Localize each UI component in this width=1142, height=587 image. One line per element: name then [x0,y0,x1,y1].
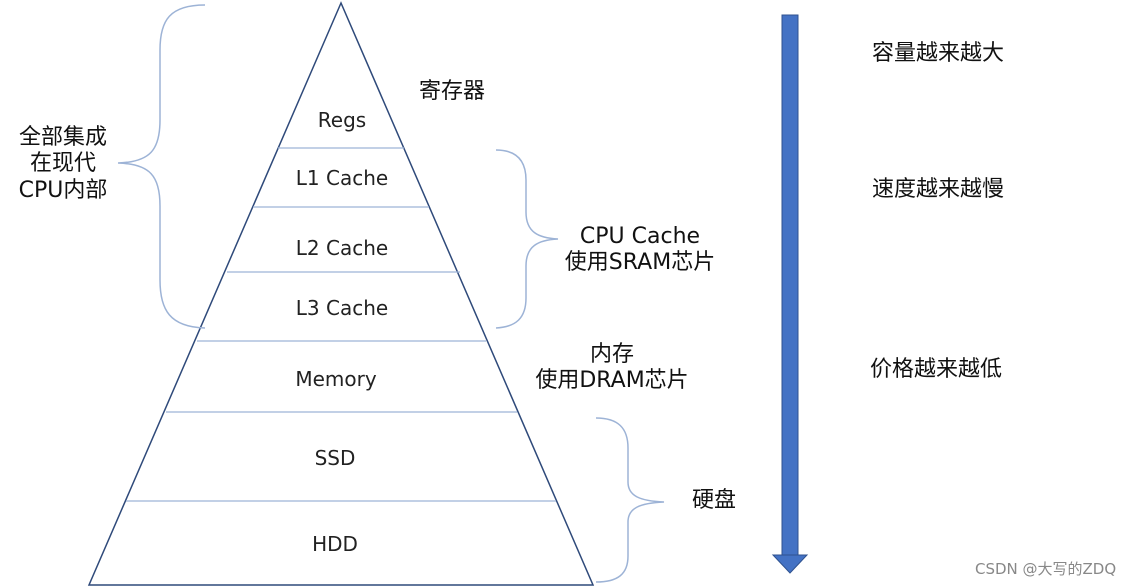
cpu-integrated-line: CPU内部 [18,177,108,203]
down-arrow-head-icon [771,554,809,574]
cpu-integrated-line: 全部集成 [18,125,107,150]
cpu-cache-brace [495,149,559,329]
down-arrow-shaft [781,14,799,557]
watermark: CSDN @大写的ZDQ [975,560,1117,578]
tier-label-l3-cache: L3 Cache [295,296,389,320]
disk-label: 硬盘 [692,488,737,513]
tier-label-memory: Memory [295,367,377,391]
cpu-cache-line: 使用SRAM芯片 [564,250,716,276]
tier-label-ssd: SSD [314,446,356,470]
trend-capacity: 容量越来越大 [872,41,1005,66]
cpu-cache-line: CPU Cache [579,224,701,249]
cpu-integrated-line: 在现代 [29,151,96,177]
memory-label: 内存 使用DRAM芯片 [524,342,700,395]
tier-label-l2-cache: L2 Cache [295,236,389,260]
tier-label-hdd: HDD [312,532,358,556]
tier-label-regs: Regs [317,108,367,132]
trend-speed: 速度越来越慢 [872,177,1005,202]
memory-line: 内存 [589,342,634,367]
disk-brace [595,417,665,583]
memory-line: 使用DRAM芯片 [535,368,689,394]
left-brace [117,4,206,329]
cpu-cache-label: CPU Cache 使用SRAM芯片 [556,224,724,277]
trend-price: 价格越来越低 [870,357,1003,382]
tier-label-l1-cache: L1 Cache [295,166,389,190]
cpu-integrated-label: 全部集成 在现代 CPU内部 [10,125,116,204]
registers-label: 寄存器 [419,79,486,104]
pyramid-outline [87,1,595,586]
